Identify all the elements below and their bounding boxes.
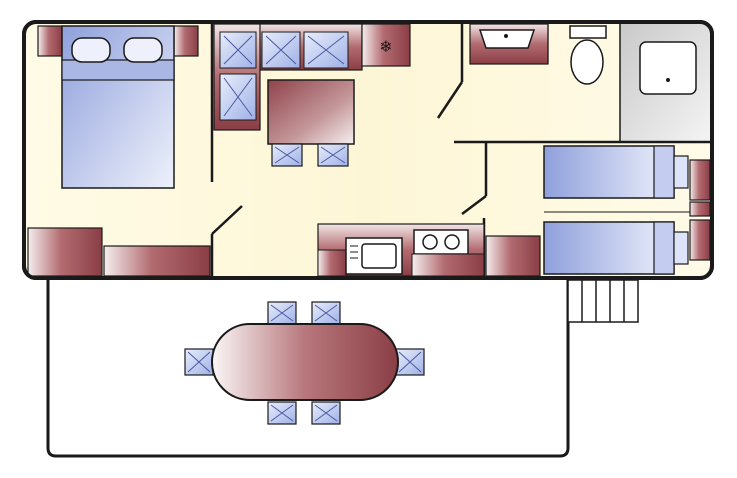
dining-chair bbox=[317, 143, 349, 167]
wardrobe bbox=[485, 235, 541, 277]
dining-chair bbox=[271, 143, 303, 167]
nightstand bbox=[173, 25, 199, 57]
master-bedroom bbox=[27, 24, 243, 277]
outdoor-chair bbox=[184, 348, 214, 376]
kitchen bbox=[317, 223, 485, 277]
single-bed bbox=[543, 221, 689, 275]
sink-icon bbox=[469, 23, 549, 65]
entrance-steps bbox=[567, 279, 639, 323]
nightstand bbox=[37, 25, 63, 57]
cabinet-tile bbox=[261, 31, 301, 69]
living-room: ❄ bbox=[213, 23, 411, 167]
dining-table bbox=[267, 79, 355, 145]
single-bed bbox=[543, 145, 689, 199]
two-burner-icon bbox=[413, 229, 469, 255]
bathroom bbox=[436, 23, 710, 144]
outer-wall bbox=[22, 20, 714, 280]
shower-room bbox=[619, 24, 710, 142]
outdoor-table bbox=[211, 323, 399, 401]
outdoor-chair bbox=[311, 401, 341, 425]
outdoor-chair bbox=[267, 401, 297, 425]
wardrobe bbox=[27, 227, 211, 277]
kitchen-sink-icon bbox=[345, 237, 403, 275]
double-bed bbox=[61, 25, 175, 189]
shower-tray-icon bbox=[639, 41, 697, 95]
cabinet-tile bbox=[219, 73, 257, 121]
twin-bedroom bbox=[461, 142, 711, 277]
outdoor-chair bbox=[311, 301, 341, 325]
fridge: ❄ bbox=[361, 23, 411, 67]
cabinet-tile bbox=[219, 31, 257, 69]
cabinet-tile bbox=[303, 31, 349, 69]
snowflake-icon: ❄ bbox=[379, 37, 392, 56]
kitchen-cabinets bbox=[213, 23, 363, 131]
nightstand bbox=[689, 159, 711, 261]
toilet-icon bbox=[569, 25, 607, 85]
outdoor-chair bbox=[267, 301, 297, 325]
outdoor-dining-set bbox=[184, 301, 425, 425]
outdoor-chair bbox=[395, 348, 425, 376]
